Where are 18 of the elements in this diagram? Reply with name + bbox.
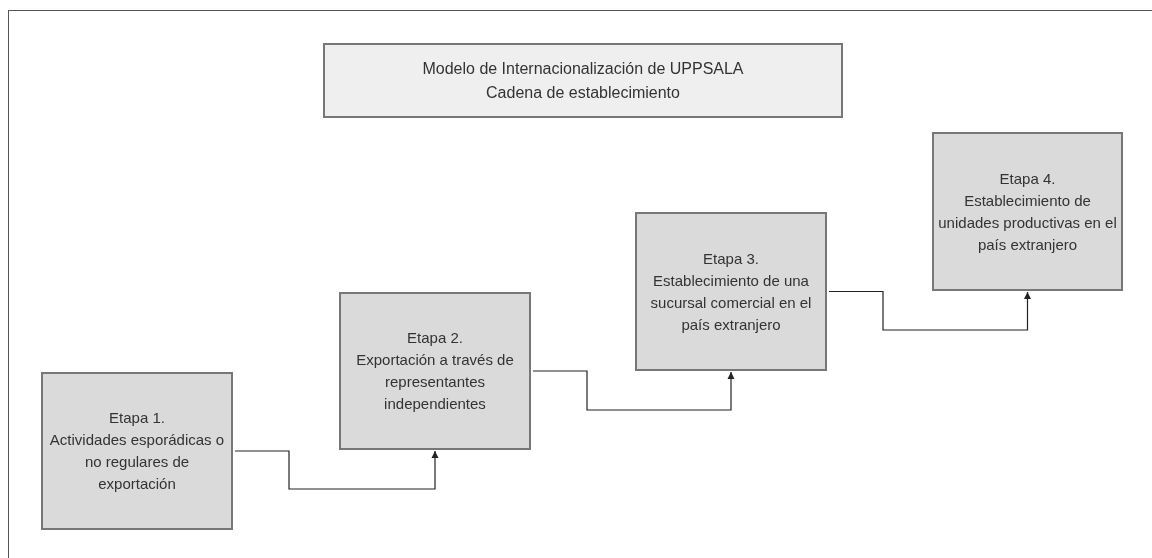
stage-box: [339, 292, 531, 450]
subtitle-text: Cadena de establecimiento: [486, 82, 680, 103]
arrow: [532, 370, 735, 411]
stage-description: Establecimiento de una sucursal comercial en el país extranjero: [649, 270, 813, 335]
stage-description: Exportación a través de representantes independientes: [355, 350, 515, 414]
stage-box: [932, 132, 1123, 291]
stage-description: Actividades esporádicas o no regulares de exportación: [48, 430, 226, 494]
stage-label: Etapa 4.: [999, 168, 1056, 189]
stage-label: Etapa 2.: [407, 328, 463, 348]
stage-box: [41, 372, 233, 530]
stage-description: Establecimiento de unidades productivas en el país extranjero: [938, 190, 1117, 255]
stage-label: Etapa 3.: [703, 248, 759, 269]
arrow: [234, 450, 439, 490]
arrow: [828, 290, 1031, 331]
title-box: [323, 43, 843, 118]
stage-box: [635, 212, 827, 371]
title-text: Modelo de Internacionalización de UPPSALA: [422, 58, 744, 79]
stage-label: Etapa 1.: [109, 408, 165, 428]
